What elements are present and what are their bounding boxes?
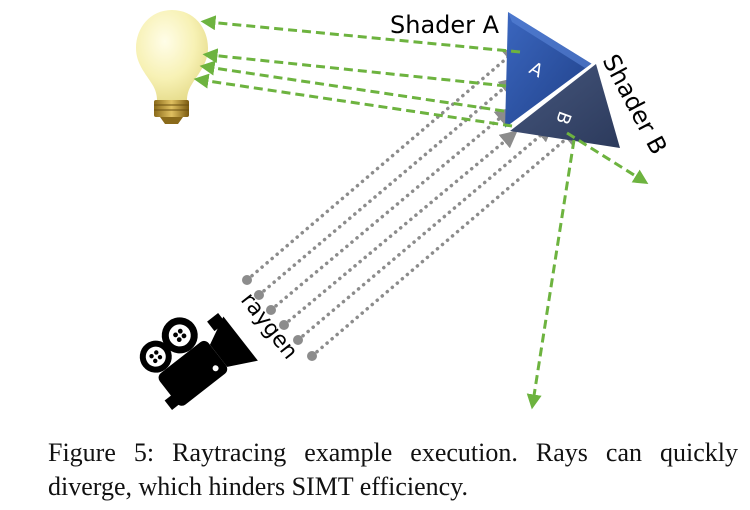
- shader-b-triangle: B: [510, 64, 620, 148]
- ray-origin: [307, 351, 317, 361]
- shadow-ray: [200, 15, 521, 54]
- ray-origin: [293, 335, 303, 345]
- primary-ray: [257, 77, 517, 297]
- shader-a-label: Shader A: [390, 11, 500, 39]
- shadow-ray: [202, 48, 507, 88]
- primary-ray: [245, 46, 521, 282]
- ray-origins: [242, 275, 317, 361]
- triangle-divider: [504, 62, 595, 130]
- figure-caption: Figure 5: Raytracing example execution. …: [48, 438, 738, 501]
- ray-origin: [242, 275, 252, 285]
- light-bulb-icon: [136, 10, 208, 124]
- primary-ray: [282, 130, 518, 327]
- camera-icon: [139, 313, 258, 410]
- ray-origin: [254, 290, 264, 300]
- reflect-ray: [566, 131, 649, 184]
- shader-a-triangle: A: [505, 12, 592, 129]
- raytracing-diagram: A B Shader A Shader B raygen: [136, 10, 673, 410]
- primary-rays: [245, 46, 580, 358]
- reflect-ray: [526, 139, 576, 410]
- shadow-ray: [193, 73, 513, 128]
- ray-origin: [266, 305, 276, 315]
- primary-ray: [310, 127, 580, 358]
- ray-origin: [279, 320, 289, 330]
- primary-ray: [296, 124, 554, 342]
- secondary-rays: [193, 15, 649, 410]
- primary-ray: [269, 107, 513, 312]
- shadow-ray: [199, 60, 505, 113]
